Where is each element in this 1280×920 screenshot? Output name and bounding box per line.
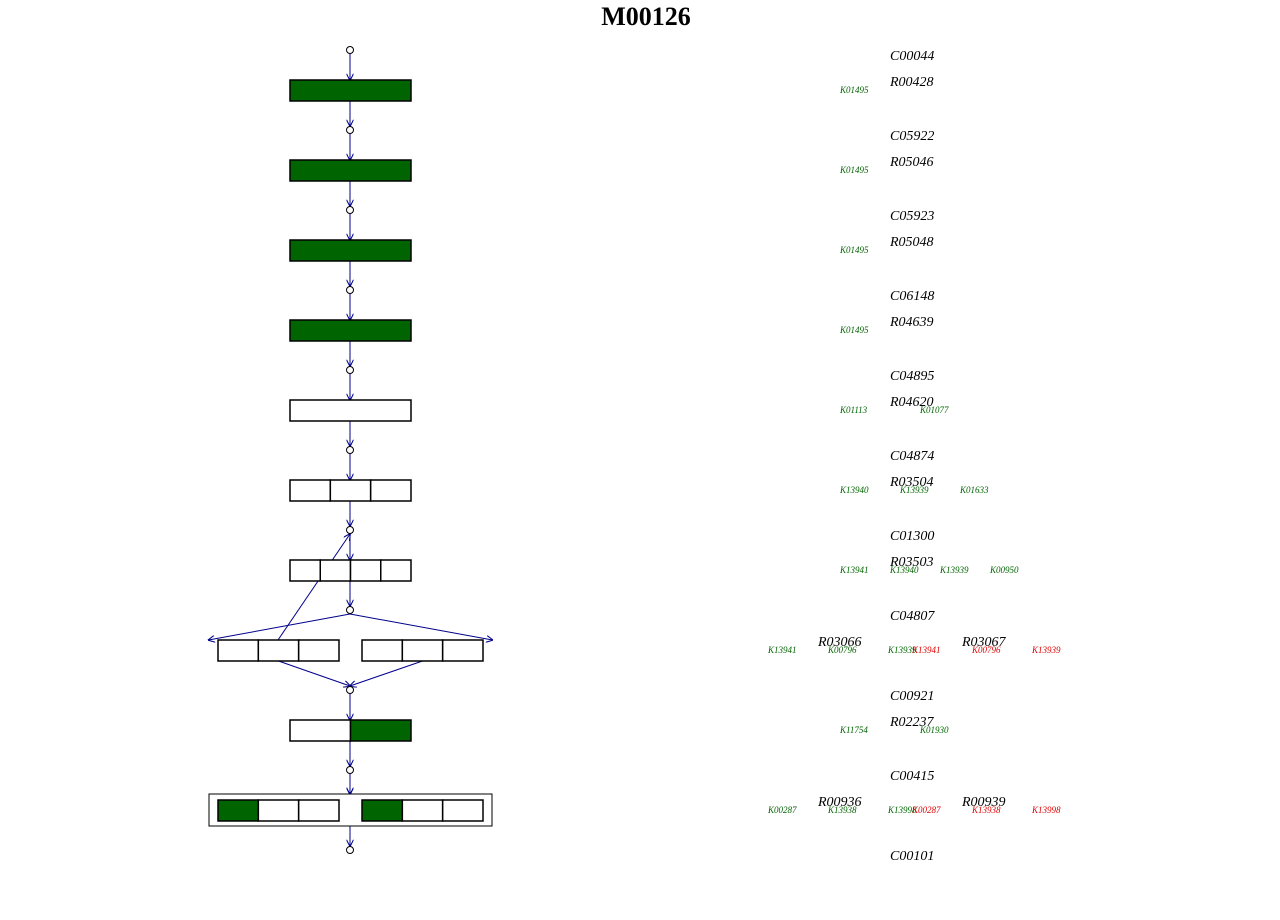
- reaction-label: R00428: [889, 75, 934, 90]
- ko-label: K13940: [839, 485, 869, 495]
- connector-arrow: [278, 660, 351, 686]
- compound-node: [346, 526, 354, 534]
- ko-label: K01077: [919, 405, 949, 415]
- reaction-box-segment: [441, 799, 484, 822]
- ko-label: K13941: [839, 565, 869, 575]
- ko-label: K13938: [827, 805, 857, 815]
- connector-arrow: [277, 534, 350, 641]
- ko-label: K13998: [887, 805, 917, 815]
- compound-node: [346, 366, 354, 374]
- module-title: M00126: [601, 2, 691, 31]
- compound-label: C00921: [890, 689, 934, 704]
- compound-node: [346, 206, 354, 214]
- compound-node: [346, 126, 354, 134]
- connector-arrow: [350, 660, 423, 686]
- compound-label: C00101: [890, 849, 934, 864]
- reaction-box-segment: [257, 799, 300, 822]
- ko-label: K00287: [767, 805, 797, 815]
- reaction-box-segment: [289, 399, 412, 422]
- compound-label: C04874: [890, 449, 934, 464]
- reaction-box-segment: [289, 719, 352, 742]
- compound-label: C05923: [890, 209, 934, 224]
- reaction-box-segment: [289, 239, 412, 262]
- reaction-box-segment: [361, 639, 404, 662]
- reaction-box-segment: [297, 799, 340, 822]
- ko-label: K00796: [971, 645, 1001, 655]
- ko-label: K01495: [839, 245, 869, 255]
- compound-node: [346, 846, 354, 854]
- ko-label: K13938: [971, 805, 1001, 815]
- reaction-box-segment: [297, 639, 340, 662]
- ko-label: K00796: [827, 645, 857, 655]
- reaction-label: R05046: [889, 155, 934, 170]
- compound-node: [346, 46, 354, 54]
- compound-node: [346, 766, 354, 774]
- reaction-box-segment: [289, 159, 412, 182]
- reaction-box-layer: [208, 79, 493, 827]
- reaction-box-segment: [401, 639, 444, 662]
- reaction-label: R00936: [817, 795, 862, 810]
- ko-label: K13941: [911, 645, 941, 655]
- reaction-box-segment: [349, 719, 412, 742]
- ko-label: K13939: [939, 565, 969, 575]
- reaction-box-segment: [289, 479, 332, 502]
- ko-label: K01495: [839, 85, 869, 95]
- reaction-box-segment: [441, 639, 484, 662]
- compound-label: C00044: [890, 49, 934, 64]
- ko-label: K01495: [839, 165, 869, 175]
- reaction-box-segment: [319, 559, 352, 582]
- reaction-box-segment: [289, 319, 412, 342]
- ko-label: K00950: [989, 565, 1019, 575]
- ko-label: K00287: [911, 805, 941, 815]
- reaction-box-segment: [361, 799, 404, 822]
- compound-node: [346, 286, 354, 294]
- label-layer: C00044R00428K01495C05922R05046K01495C059…: [767, 49, 1061, 864]
- reaction-label: R03067: [961, 635, 1007, 650]
- connector-layer: [209, 54, 493, 846]
- compound-label: C06148: [890, 289, 934, 304]
- reaction-box-segment: [380, 559, 412, 582]
- reaction-label: R00939: [961, 795, 1006, 810]
- ko-label: K13939: [899, 485, 929, 495]
- reaction-group-frame: [208, 793, 493, 827]
- compound-label: C04895: [890, 369, 934, 384]
- compound-node: [346, 606, 354, 614]
- ko-label: K13998: [1031, 805, 1061, 815]
- ko-label: K13939: [887, 645, 917, 655]
- ko-label: K01930: [919, 725, 949, 735]
- reaction-label: R05048: [889, 235, 934, 250]
- ko-label: K13939: [1031, 645, 1061, 655]
- ko-label: K13941: [767, 645, 797, 655]
- ko-label: K13940: [889, 565, 919, 575]
- reaction-label: R04639: [889, 315, 934, 330]
- ko-label: K01633: [959, 485, 989, 495]
- compound-node: [346, 446, 354, 454]
- compound-label: C04807: [890, 609, 935, 624]
- compound-label: C00415: [890, 769, 934, 784]
- connector-arrow: [209, 613, 351, 640]
- reaction-box-segment: [257, 639, 300, 662]
- connector-arrow: [349, 613, 493, 640]
- reaction-box-segment: [289, 559, 321, 582]
- reaction-label: R03504: [889, 475, 934, 490]
- reaction-label: R03066: [817, 635, 862, 650]
- reaction-box-segment: [289, 79, 412, 102]
- reaction-label: R02237: [889, 715, 935, 730]
- compound-label: C01300: [890, 529, 934, 544]
- reaction-label: R03503: [889, 555, 934, 570]
- reaction-box-segment: [329, 479, 372, 502]
- reaction-box-segment: [217, 799, 260, 822]
- ko-label: K01113: [839, 405, 868, 415]
- compound-label: C05922: [890, 129, 934, 144]
- reaction-box-segment: [369, 479, 412, 502]
- ko-label: K11754: [839, 725, 868, 735]
- reaction-box-segment: [217, 639, 260, 662]
- reaction-box-segment: [401, 799, 444, 822]
- reaction-label: R04620: [889, 395, 934, 410]
- compound-node: [346, 686, 354, 694]
- compound-node-layer: [346, 46, 354, 854]
- reaction-box-segment: [349, 559, 382, 582]
- ko-label: K01495: [839, 325, 869, 335]
